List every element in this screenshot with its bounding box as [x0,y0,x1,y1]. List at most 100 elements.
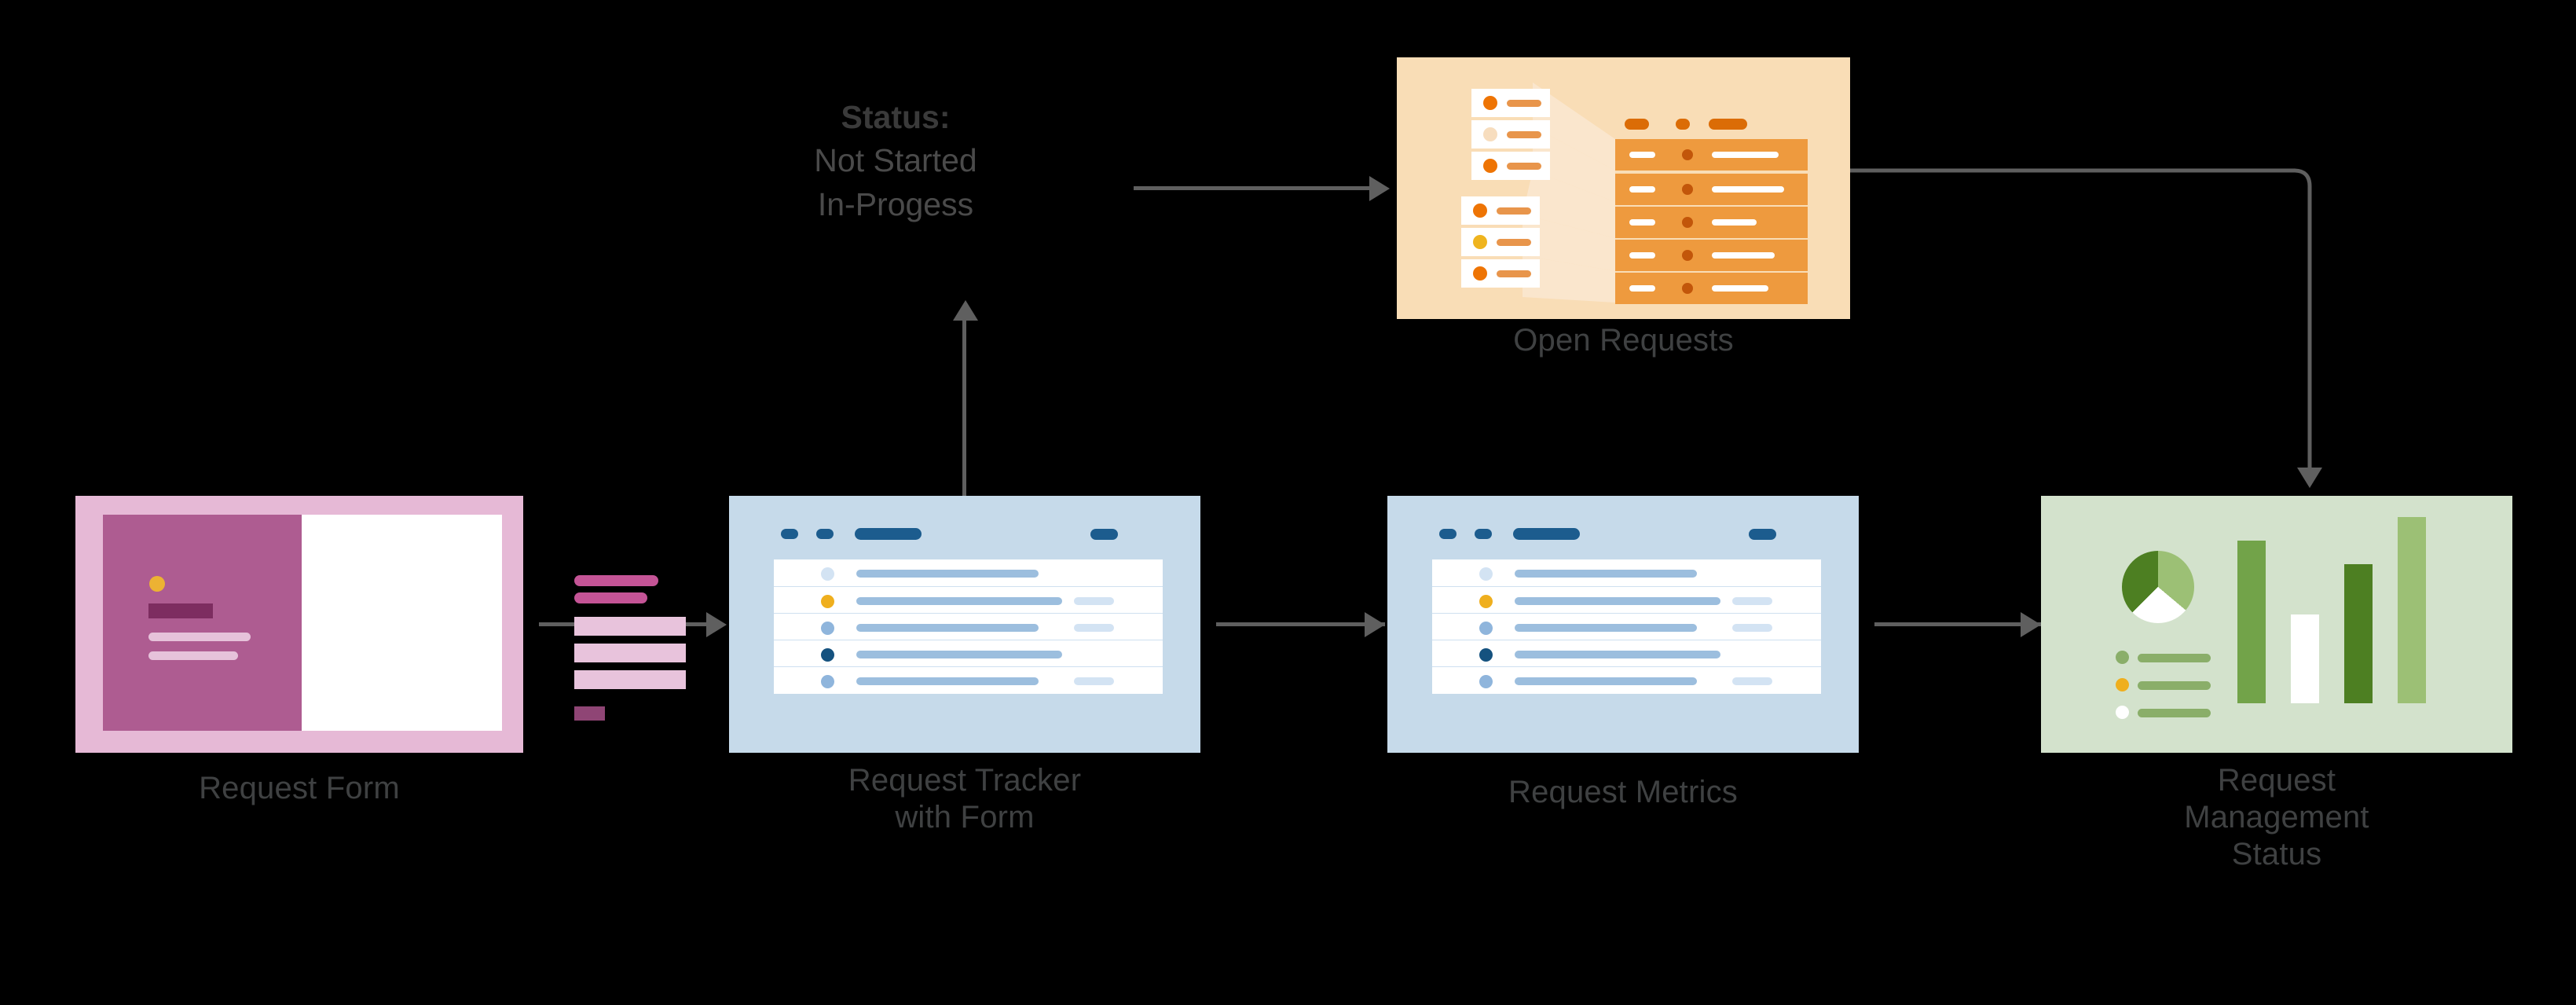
connector-line [1874,622,2043,626]
row-status-dot-icon [1479,622,1493,635]
status-dot-icon [1483,96,1497,110]
header-dot-icon [816,529,834,539]
table-row[interactable] [1615,271,1808,304]
arrowhead-icon [1365,612,1385,637]
node-request-form[interactable] [75,496,686,753]
node-request-metrics[interactable] [1387,496,1859,753]
request-form-heading-bar [574,575,658,586]
header-dot-icon [1439,529,1457,539]
header-title-bar [855,528,922,540]
status-pie-chart [2122,551,2194,623]
request-form-text-line [148,651,238,660]
row-cell-text [1712,252,1775,259]
status-bar [2344,564,2373,703]
node-request-status[interactable] [2041,496,2512,753]
node-label-request-metrics: Request Metrics [1508,775,1738,809]
arrowhead-icon [1369,176,1390,201]
table-row[interactable] [774,640,1163,667]
row-cell-id [1629,186,1655,193]
table-row[interactable] [1432,559,1821,586]
status-dot-icon [1473,266,1487,281]
row-meta-bar [1732,624,1772,632]
node-label-open-requests: Open Requests [1513,323,1734,358]
node-label-request-form: Request Form [199,771,400,805]
row-text-bar [856,651,1062,658]
status-bar [2398,517,2426,703]
row-status-dot-icon [821,622,834,635]
table-row[interactable] [1432,613,1821,640]
table-row[interactable] [774,559,1163,586]
table-row[interactable] [774,666,1163,694]
table-row[interactable] [1432,640,1821,667]
status-dot-icon [1483,127,1497,141]
row-cell-id [1629,152,1655,158]
legend-dot-icon [2116,706,2129,719]
table-row[interactable] [1615,238,1808,271]
mini-card-text-bar [1507,163,1541,170]
row-cell-text [1712,152,1779,158]
status-dot-icon [1473,204,1487,218]
arrowhead-icon [2021,612,2041,637]
request-form-fields-panel [302,515,686,731]
status-bar [2291,614,2319,703]
row-status-dot-icon [1682,283,1693,294]
open-request-mini-card[interactable] [1461,259,1540,288]
open-request-mini-card[interactable] [1471,152,1550,180]
header-action-button[interactable] [1749,529,1776,540]
row-text-bar [1515,570,1697,578]
row-text-bar [1515,651,1720,658]
request-form-text-line [148,633,251,641]
node-request-tracker[interactable] [729,496,1200,753]
mini-card-text-bar [1507,131,1541,138]
row-meta-bar [1074,677,1114,685]
request-form-submit-button[interactable] [574,706,605,721]
table-row[interactable] [1615,139,1808,171]
row-cell-id [1629,252,1655,259]
request-form-input-field[interactable] [574,644,686,662]
row-cell-id [1629,285,1655,292]
row-text-bar [856,677,1039,685]
table-row[interactable] [1615,172,1808,205]
table-row[interactable] [1432,586,1821,614]
open-request-mini-card[interactable] [1461,196,1540,225]
row-status-dot-icon [1682,217,1693,228]
arrowhead-icon [2297,468,2322,488]
status-option-not-started: Not Started [814,142,977,179]
row-status-dot-icon [1682,149,1693,160]
table-row[interactable] [1432,666,1821,694]
legend-dot-icon [2116,651,2129,664]
row-meta-bar [1732,597,1772,605]
row-status-dot-icon [821,675,834,688]
table-header-pill [1625,119,1649,130]
table-row[interactable] [774,586,1163,614]
open-request-mini-card[interactable] [1461,228,1540,256]
status-option-in-progress: In-Progess [817,185,974,222]
request-form-input-field[interactable] [574,670,686,689]
status-dot-icon [1483,159,1497,173]
row-text-bar [1515,677,1697,685]
arrowhead-icon [706,612,727,637]
request-form-input-field[interactable] [574,617,686,636]
row-meta-bar [1074,597,1114,605]
tracker-table [774,559,1163,694]
request-form-subheading-bar [574,592,647,603]
connector-line [1216,622,1385,626]
request-form-title-block [148,603,213,618]
connector-line [962,316,966,496]
node-label-request-status: Request Management Status [2184,763,2369,872]
open-request-mini-card[interactable] [1471,120,1550,149]
header-action-button[interactable] [1090,529,1118,540]
legend-label-bar [2138,681,2211,690]
header-title-bar [1513,528,1580,540]
row-cell-text [1712,285,1768,292]
node-label-request-tracker: Request Tracker with Form [848,763,1082,835]
row-status-dot-icon [821,595,834,608]
node-open-requests[interactable] [1397,57,1850,319]
mini-card-text-bar [1497,239,1531,246]
open-request-mini-card[interactable] [1471,89,1550,117]
table-row[interactable] [1615,205,1808,238]
table-row[interactable] [774,613,1163,640]
legend-label-bar [2138,654,2211,662]
status-callout-title: Status: [841,99,951,135]
